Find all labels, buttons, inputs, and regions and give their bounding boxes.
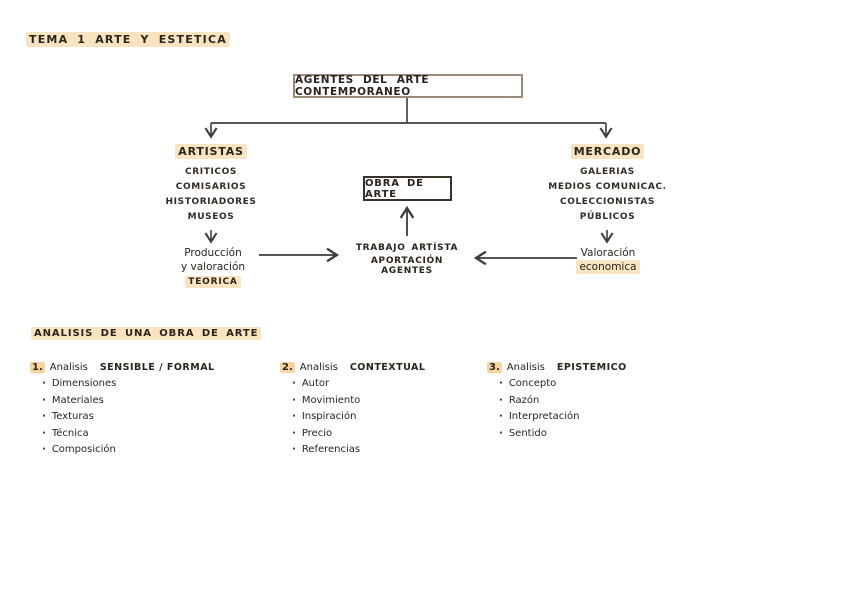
list-heading-type: SENSIBLE / FORMAL bbox=[99, 362, 215, 373]
list-heading-type: CONTEXTUAL bbox=[349, 362, 426, 373]
analysis-list-items: ·Autor ·Movimiento ·Inspiración ·Precio … bbox=[280, 378, 490, 456]
list-heading-prefix: Analisis bbox=[49, 362, 88, 373]
bullet-icon: · bbox=[292, 411, 296, 422]
branch-item: CRITICOS bbox=[185, 167, 237, 177]
branch-item: MEDIOS COMUNICAC. bbox=[548, 182, 667, 192]
result-produccion-tag: TEORICA bbox=[185, 276, 241, 288]
list-item-label: Sentido bbox=[508, 427, 547, 439]
list-item: · Composición bbox=[30, 444, 240, 456]
branch-item: HISTORIADORES bbox=[165, 197, 257, 207]
list-item: · Materiales bbox=[30, 395, 240, 407]
list-number: 1. bbox=[30, 362, 45, 373]
result-valoracion-line1: Valoración bbox=[580, 247, 636, 259]
list-heading-type: EPISTEMICO bbox=[556, 362, 627, 373]
branch-item: COLECCIONISTAS bbox=[560, 197, 655, 207]
analysis-list-items: · Dimensiones · Materiales · Texturas · Técn… bbox=[30, 378, 240, 456]
analysis-list-contextual: 2. Analisis CONTEXTUAL · Autor · Movimient… bbox=[280, 362, 490, 456]
list-item-label: Concepto bbox=[508, 378, 557, 389]
list-item: · Sentido bbox=[487, 428, 697, 440]
list-item: · Concepto bbox=[487, 378, 697, 390]
list-item: · Precio bbox=[280, 428, 490, 440]
list-item: · Referencias bbox=[280, 444, 490, 456]
bullet-icon: · bbox=[292, 378, 296, 389]
list-item-label: Razón bbox=[508, 394, 540, 406]
node-obra-de-arte: OBRA DE ARTE bbox=[363, 176, 452, 201]
bullet-icon: · bbox=[499, 394, 503, 406]
branch-item: MUSEOS bbox=[187, 212, 235, 222]
bullet-icon: · bbox=[292, 427, 296, 439]
list-item: · Texturas bbox=[30, 411, 240, 423]
branch-mercado-title-text: MERCADO bbox=[570, 144, 645, 159]
bullet-icon: · bbox=[292, 444, 296, 455]
analysis-list-epistemico: 3. Analisis EPISTEMICO · Concepto · Razón … bbox=[487, 362, 697, 439]
list-number: 2. bbox=[280, 362, 295, 373]
analysis-section-title-text: ANALISIS DE UNA OBRA DE ARTE bbox=[31, 327, 262, 340]
analysis-list-items: · Concepto · Razón · Interpretación · Sentid… bbox=[487, 378, 697, 439]
list-item-label: Técnica bbox=[51, 427, 89, 439]
root-node-label: AGENTES DEL ARTE CONTEMPORANEO bbox=[295, 74, 430, 98]
list-item: · Técnica bbox=[30, 428, 240, 440]
branch-item: GALERIAS bbox=[580, 167, 635, 177]
branch-item: COMISARIOS bbox=[175, 182, 247, 192]
branch-artistas-title-text: ARTISTAS bbox=[175, 144, 247, 159]
list-item-label: Texturas bbox=[51, 411, 94, 422]
branch-item: PÚBLICOS bbox=[579, 212, 636, 222]
bullet-icon: · bbox=[499, 378, 503, 389]
analysis-list-heading: 1. Analisis SENSIBLE / FORMAL bbox=[30, 362, 240, 373]
bullet-icon: · bbox=[499, 427, 503, 439]
list-item: · Interpretación bbox=[487, 411, 697, 423]
list-item-label: Autor bbox=[301, 378, 330, 389]
analysis-list-sensible-formal: 1. Analisis SENSIBLE / FORMAL · Dimension… bbox=[30, 362, 240, 456]
branch-artistas: ARTISTAS CRITICOS COMISARIOS HISTORIADOR… bbox=[146, 144, 276, 222]
list-item: · Movimiento bbox=[280, 395, 490, 407]
branch-artistas-title: ARTISTAS bbox=[175, 144, 247, 159]
node-trabajo-aportacion: TRABAJO ARTÍSTA APORTACIÓN AGENTES bbox=[345, 240, 469, 276]
list-item-label: Movimiento bbox=[301, 394, 361, 406]
result-produccion-line1: Producción bbox=[184, 247, 242, 259]
center-line1: TRABAJO ARTÍSTA bbox=[355, 243, 459, 253]
list-item-label: Precio bbox=[301, 427, 333, 439]
result-valoracion-highlight: economica bbox=[576, 260, 640, 274]
list-item-label: Dimensiones bbox=[51, 378, 117, 389]
bullet-icon: · bbox=[42, 394, 46, 406]
bullet-icon: · bbox=[42, 444, 46, 455]
list-item-label: Interpretación bbox=[508, 411, 580, 422]
branch-mercado: MERCADO GALERIAS MEDIOS COMUNICAC. COLEC… bbox=[540, 144, 675, 222]
list-heading-prefix: Analisis bbox=[506, 362, 545, 373]
list-item-label: Inspiración bbox=[301, 411, 357, 422]
branch-mercado-title: MERCADO bbox=[570, 144, 645, 159]
result-produccion-line2: y valoración bbox=[180, 261, 246, 273]
result-produccion-tag-text: TEORICA bbox=[185, 276, 241, 288]
list-item: · Inspiración bbox=[280, 411, 490, 423]
bullet-icon: · bbox=[499, 411, 503, 422]
list-item: · Autor bbox=[280, 378, 490, 390]
analysis-list-heading: 3. Analisis EPISTEMICO bbox=[487, 362, 697, 373]
list-number: 3. bbox=[487, 362, 502, 373]
node-obra-de-arte-label: OBRA DE ARTE bbox=[365, 177, 424, 200]
bullet-icon: · bbox=[292, 394, 296, 406]
page-title: TEMA 1 ARTE Y ESTETICA bbox=[26, 32, 230, 47]
result-produccion: Producción y valoración TEORICA bbox=[157, 245, 269, 288]
list-item-label: Referencias bbox=[301, 444, 361, 455]
result-valoracion: Valoración economica bbox=[549, 245, 667, 274]
list-item: · Razón bbox=[487, 395, 697, 407]
list-item: · Dimensiones bbox=[30, 378, 240, 390]
list-item-label: Materiales bbox=[51, 394, 104, 406]
list-item-label: Composición bbox=[51, 444, 116, 455]
bullet-icon: · bbox=[42, 411, 46, 422]
analysis-section-title: ANALISIS DE UNA OBRA DE ARTE bbox=[31, 327, 262, 340]
bullet-icon: · bbox=[42, 378, 46, 389]
list-heading-prefix: Analisis bbox=[299, 362, 338, 373]
page-title-text: TEMA 1 ARTE Y ESTETICA bbox=[26, 32, 230, 47]
result-valoracion-line2: economica bbox=[576, 260, 640, 274]
center-line2: APORTACIÓN AGENTES bbox=[370, 256, 444, 276]
bullet-icon: · bbox=[42, 427, 46, 439]
analysis-list-heading: 2. Analisis CONTEXTUAL bbox=[280, 362, 490, 373]
root-node-agentes: AGENTES DEL ARTE CONTEMPORANEO bbox=[293, 74, 523, 98]
